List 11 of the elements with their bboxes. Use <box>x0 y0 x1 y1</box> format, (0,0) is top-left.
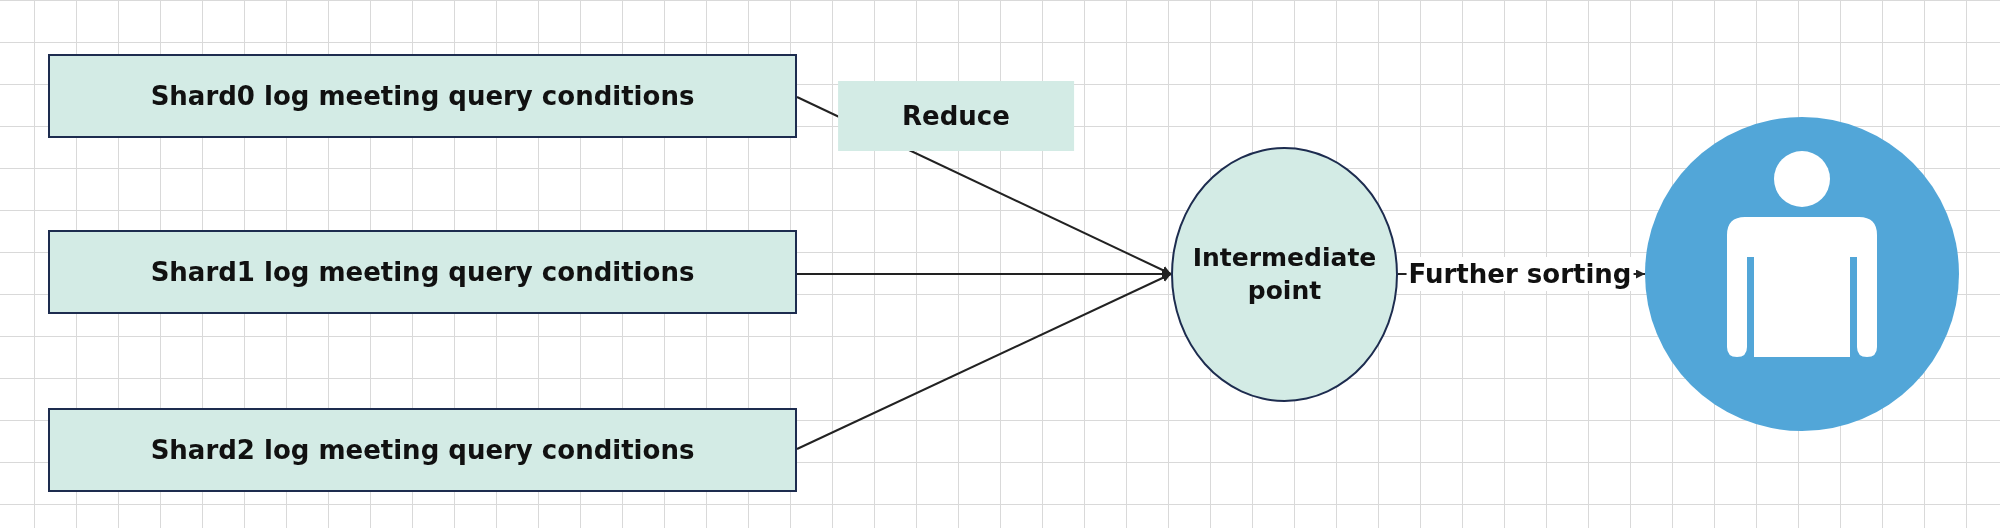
edge-label: Further sorting <box>1406 257 1634 291</box>
node-text: Shard2 log meeting query conditions <box>150 435 695 465</box>
process-box <box>48 54 797 138</box>
node-text: Shard1 log meeting query conditions <box>150 257 695 287</box>
edge-label: Reduce <box>838 81 1074 151</box>
node-text: Intermediate point <box>1191 242 1378 307</box>
process-box <box>48 408 797 492</box>
user-icon <box>1645 117 1959 431</box>
node-text: Shard0 log meeting query conditions <box>150 81 695 111</box>
arrow <box>796 273 1172 450</box>
process-box <box>48 230 797 314</box>
